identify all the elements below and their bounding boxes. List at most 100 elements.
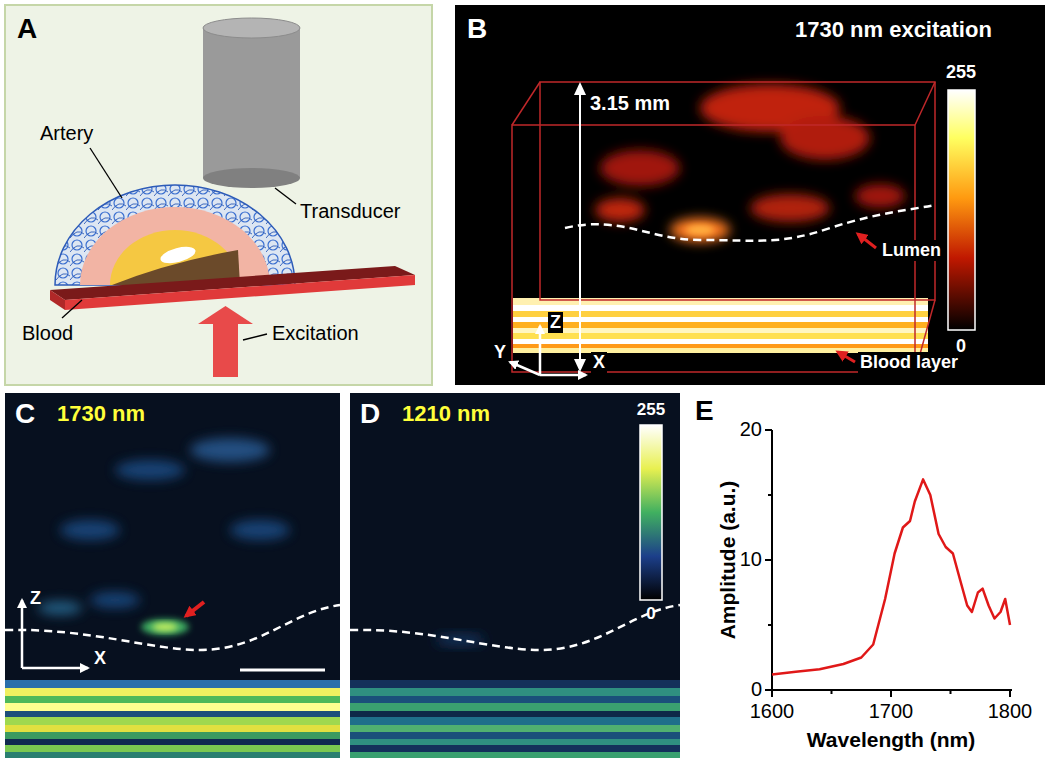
panel-c-art-part bbox=[22, 667, 88, 670]
tick-label: 20 bbox=[740, 418, 762, 441]
part-label: Excitation bbox=[272, 322, 359, 345]
panel-a-art-part bbox=[65, 275, 415, 310]
axis-label: X bbox=[94, 648, 106, 669]
tick-label: 1800 bbox=[988, 700, 1033, 723]
panel-d-art-part bbox=[640, 425, 662, 600]
panel-c-art-part bbox=[152, 623, 178, 631]
panel-title: 1730 nm bbox=[57, 401, 145, 426]
panel-d-art-part bbox=[350, 680, 680, 688]
panel-b-art-part bbox=[510, 362, 540, 375]
panel-c-art-part bbox=[5, 696, 340, 703]
panel-c-art-part bbox=[5, 703, 340, 711]
spectrum-chart-part bbox=[765, 430, 1010, 697]
panel-title: 1210 nm bbox=[402, 401, 490, 426]
panel-b-art-part bbox=[838, 352, 855, 362]
panel-c-art-part bbox=[115, 460, 185, 480]
panel-b-art-part bbox=[780, 116, 870, 160]
panel-c-art-part bbox=[38, 601, 82, 615]
spectrum-chart-part bbox=[771, 690, 773, 697]
tick-label: 1600 bbox=[750, 700, 795, 723]
panel-d-art-part bbox=[350, 725, 680, 732]
panel-b-art-part bbox=[855, 184, 905, 208]
panel-a-art-part bbox=[62, 300, 82, 318]
part-label: Blood bbox=[22, 322, 73, 345]
panel-b-art-part bbox=[513, 333, 928, 339]
panel-letter: E bbox=[695, 395, 714, 427]
panel-letter: B bbox=[467, 13, 487, 45]
panel-a-art-part bbox=[50, 290, 65, 310]
panel-c-art-part bbox=[90, 592, 140, 608]
panel-a-art-part bbox=[275, 188, 296, 204]
panel-d-art-part bbox=[350, 745, 680, 752]
panel-b-art-part bbox=[512, 82, 540, 125]
panel-b-art-part bbox=[574, 359, 586, 372]
panel-a-art-part bbox=[243, 334, 267, 340]
panel-b-art-part bbox=[686, 225, 714, 235]
panel-c-art-part bbox=[190, 438, 270, 462]
panel-title: 1730 nm excitation bbox=[795, 17, 992, 42]
panel-d-art-part bbox=[350, 752, 680, 758]
part-label: Artery bbox=[40, 122, 93, 145]
panel-a-art-part bbox=[203, 28, 300, 178]
spectrum-chart-part bbox=[890, 690, 892, 697]
panel-c-art-part bbox=[5, 680, 340, 758]
panel-c-art-part bbox=[230, 520, 290, 540]
tick-label: 1700 bbox=[869, 700, 914, 723]
spectrum-chart-part bbox=[831, 690, 833, 694]
panel-b-art-part bbox=[948, 90, 975, 330]
spectrum-chart-part bbox=[768, 624, 772, 626]
spectrum-chart bbox=[765, 430, 1012, 697]
panel-a-art-part bbox=[5, 5, 432, 385]
panel-b-art-part bbox=[513, 298, 928, 353]
panel-b-art-part bbox=[540, 82, 935, 300]
panel-a-art-part bbox=[159, 244, 197, 267]
panel-a-art-part bbox=[110, 230, 240, 285]
panel-d-art-part bbox=[350, 393, 680, 758]
panel-a-art-part bbox=[90, 148, 122, 198]
panel-c-art-part bbox=[5, 732, 340, 739]
panel-a-art-part bbox=[55, 185, 295, 285]
panel-letter: A bbox=[17, 13, 37, 45]
spectrum-chart-part bbox=[765, 689, 772, 691]
panel-b-art-part bbox=[513, 339, 928, 344]
panel-d-art-part bbox=[350, 732, 680, 739]
dimension-label: 3.15 mm bbox=[588, 92, 672, 115]
spectrum-chart-part bbox=[1009, 690, 1011, 697]
panel-b-art-part bbox=[513, 317, 928, 322]
panel-c-art-part bbox=[5, 745, 340, 752]
panel-a-art-part bbox=[198, 306, 253, 324]
panel-b-art-part bbox=[750, 194, 830, 222]
panel-a-art-part bbox=[203, 18, 300, 38]
panel-b-art-part bbox=[513, 344, 928, 348]
panel-c-art-part bbox=[5, 688, 340, 696]
panel-d-art-part bbox=[350, 680, 680, 758]
panel-b-art-part bbox=[540, 374, 586, 377]
structure-label: Lumen bbox=[880, 240, 943, 261]
panel-c-art-part bbox=[38, 438, 290, 615]
panel-c-art-part bbox=[60, 520, 120, 540]
panel-b-art-part bbox=[513, 322, 928, 328]
panel-a-art-part bbox=[213, 322, 238, 377]
part-label: Transducer bbox=[300, 200, 400, 223]
panel-c-art-part bbox=[5, 711, 340, 717]
panel-c-art-part bbox=[5, 680, 340, 688]
axis-title: Wavelength (nm) bbox=[807, 728, 975, 752]
spectrum-chart-part bbox=[765, 429, 772, 431]
panel-c-art-part bbox=[5, 739, 340, 745]
panel-b-art-part bbox=[670, 218, 730, 242]
panel-d-art-part bbox=[350, 688, 680, 696]
panel-c-art-part bbox=[5, 717, 340, 725]
panel-c-art-part bbox=[186, 602, 204, 616]
axis-label: Z bbox=[30, 588, 41, 609]
panel-b-art-part bbox=[579, 92, 581, 362]
tick-label: 0 bbox=[751, 678, 762, 701]
panel-b-art-part bbox=[539, 326, 542, 375]
panel-a-art bbox=[5, 5, 432, 385]
panel-d-art-part bbox=[350, 711, 680, 717]
panel-b-art-part bbox=[915, 82, 935, 125]
spectrum-chart-part bbox=[772, 479, 1010, 674]
axis-label: X bbox=[591, 352, 607, 373]
panel-d-art-part bbox=[350, 717, 680, 725]
panel-b-art-part bbox=[512, 82, 935, 372]
